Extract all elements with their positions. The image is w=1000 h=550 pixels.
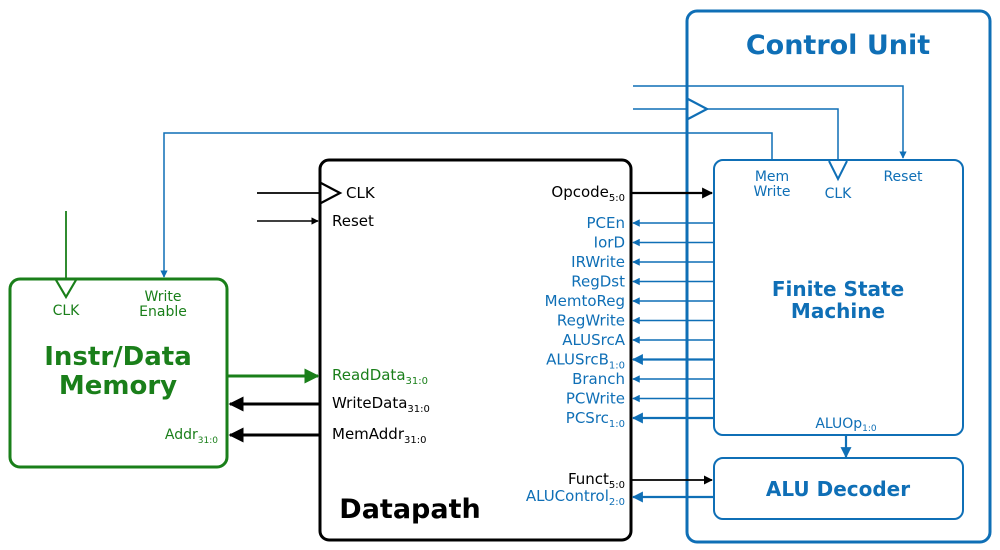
datapath-clk-label: CLK bbox=[346, 184, 376, 202]
signal-label-memtoreg: MemtoReg bbox=[545, 292, 625, 310]
fsm-clk-wire bbox=[707, 108, 839, 161]
signal-label-alusrca: ALUSrcA bbox=[562, 331, 625, 349]
opcode-label: Opcode5:0 bbox=[551, 183, 625, 204]
signal-label-regdst: RegDst bbox=[571, 273, 625, 291]
memory-title-line2: Memory bbox=[59, 371, 177, 401]
alu-decoder-box bbox=[713, 457, 964, 520]
signal-label-alusrcb: ALUSrcB1:0 bbox=[546, 351, 625, 372]
signal-label-regwrite: RegWrite bbox=[557, 312, 625, 330]
memory-write-enable-label-1: Write bbox=[145, 289, 182, 305]
fsm-title-line2: Machine bbox=[791, 299, 885, 323]
fsm-reset-wire bbox=[633, 85, 907, 159]
signal-label-pcen: PCEn bbox=[586, 214, 625, 232]
signal-label-branch: Branch bbox=[572, 370, 625, 388]
memory-title-line1: Instr/Data bbox=[44, 342, 192, 372]
datapath-title: Datapath bbox=[339, 494, 480, 525]
mem-write-wire bbox=[160, 132, 773, 278]
control-unit-box bbox=[685, 9, 992, 544]
read-data-label: ReadData31:0 bbox=[332, 366, 428, 387]
fsm-clk-label: CLK bbox=[825, 186, 853, 202]
fsm-clk-icon bbox=[828, 160, 848, 182]
write-data-label: WriteData31:0 bbox=[332, 394, 430, 415]
fsm-reset-label: Reset bbox=[883, 169, 923, 185]
fsm-mem-write-label-2: Write bbox=[754, 184, 791, 200]
control-unit-title: Control Unit bbox=[746, 30, 930, 61]
signal-label-irwrite: IRWrite bbox=[571, 253, 625, 271]
datapath-box bbox=[318, 158, 633, 542]
control-signals: PCEnIorDIRWriteRegDstMemtoRegRegWriteALU… bbox=[545, 214, 714, 430]
signal-label-pcsrc: PCSrc1:0 bbox=[566, 409, 625, 430]
memory-clk-icon bbox=[55, 279, 77, 300]
fsm-mem-write-label-1: Mem bbox=[755, 169, 789, 185]
control-unit-clk-icon bbox=[687, 98, 710, 120]
signal-label-iord: IorD bbox=[594, 234, 625, 252]
mem-addr-label: MemAddr31:0 bbox=[332, 425, 426, 446]
datapath-reset-label: Reset bbox=[332, 212, 374, 230]
funct-label: Funct5:0 bbox=[568, 470, 625, 491]
datapath-clk-icon bbox=[320, 182, 343, 204]
fsm-title-line1: Finite State bbox=[772, 277, 904, 301]
signal-label-pcwrite: PCWrite bbox=[566, 390, 625, 408]
fsm-aluop-label: ALUOp1:0 bbox=[815, 416, 877, 434]
memory-box bbox=[8, 277, 229, 469]
alu-control-label: ALUControl2:0 bbox=[526, 487, 625, 508]
memory-write-enable-label-2: Enable bbox=[139, 304, 187, 320]
memory-addr-label: Addr31:0 bbox=[165, 427, 218, 446]
alu-decoder-title: ALU Decoder bbox=[766, 477, 910, 501]
memory-clk-label: CLK bbox=[53, 303, 81, 319]
